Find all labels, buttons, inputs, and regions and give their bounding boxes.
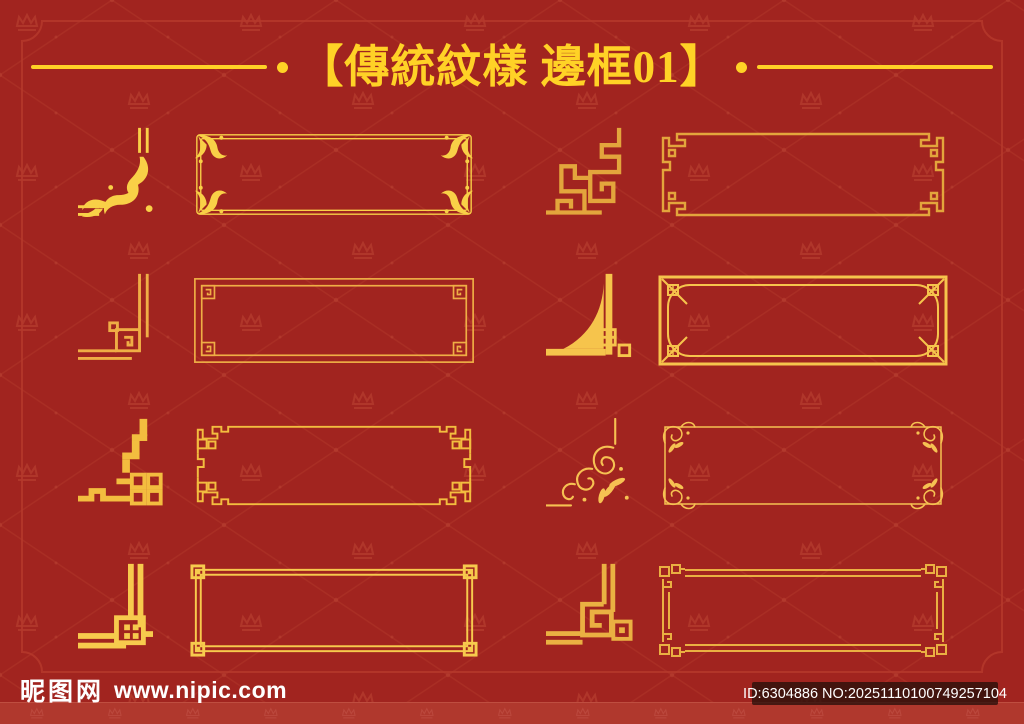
spiral-knot-frame xyxy=(659,564,947,657)
title-right-line xyxy=(756,65,993,69)
floral-curl-frame xyxy=(662,421,944,510)
footer-strip xyxy=(0,702,1024,724)
angular-blade-frame xyxy=(658,275,948,366)
title-left-dot-icon xyxy=(277,61,289,73)
site-logo-url: www.nipic.com xyxy=(114,676,288,703)
angular-blade-corner-icon xyxy=(546,273,632,358)
square-spiral-corner-icon xyxy=(78,273,149,360)
stepped-corner-icon xyxy=(78,418,163,506)
title-left-line xyxy=(31,65,268,69)
floral-curl-corner-icon xyxy=(546,418,629,507)
flourish-corner-icon xyxy=(78,127,153,218)
interlock-corner-icon xyxy=(78,563,153,649)
footer-crown-row-icon xyxy=(0,703,1024,724)
square-spiral-frame xyxy=(194,278,474,363)
site-logo-cn: 昵图网 xyxy=(20,678,105,706)
page-title: 【傳統紋樣 邊框01】 xyxy=(298,41,726,92)
title-row: 【傳統紋樣 邊框01】 xyxy=(0,38,1024,96)
site-logo: 昵图网 www.nipic.com xyxy=(20,676,288,707)
image-id-badge: ID:6304886 NO:20251110100749257104 xyxy=(743,682,1007,705)
baroque-flourish-frame xyxy=(194,134,474,215)
meander-corner-icon xyxy=(546,127,622,215)
title-right-dot-icon xyxy=(735,61,747,73)
stepped-block-frame xyxy=(196,425,472,506)
interlock-knot-frame xyxy=(190,564,478,657)
greek-key-meander-frame xyxy=(661,132,945,217)
spiral-knot-corner-icon xyxy=(546,563,633,645)
